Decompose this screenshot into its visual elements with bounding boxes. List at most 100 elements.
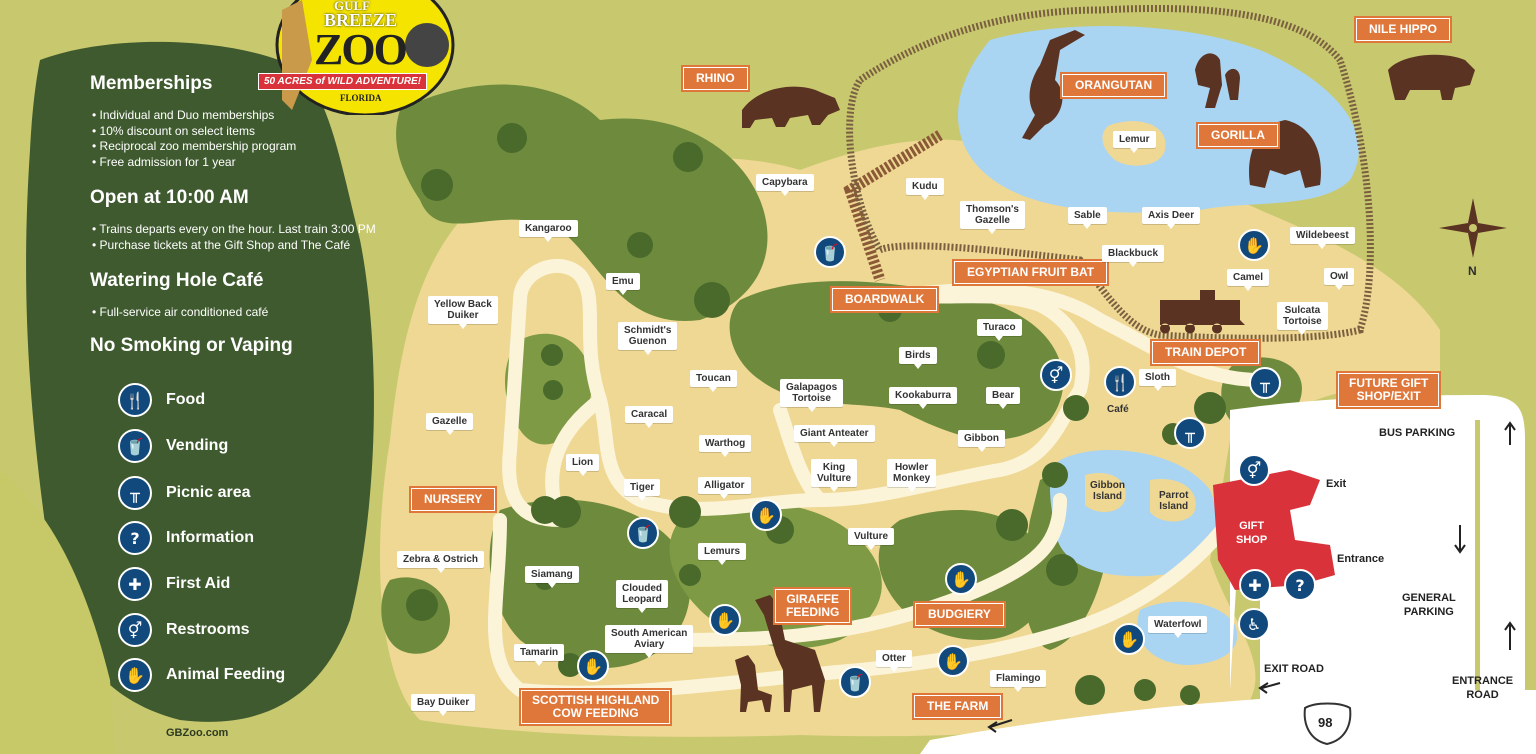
animal-feeding-icon[interactable]: ✋	[709, 604, 741, 636]
label-kudu[interactable]: Kudu	[906, 178, 944, 200]
banner-train-depot[interactable]: TRAIN DEPOT	[1149, 339, 1262, 366]
picnic-icon[interactable]: ╥	[1249, 367, 1281, 399]
legend-picnic[interactable]: ╥Picnic area	[118, 476, 251, 510]
restrooms-icon[interactable]: ⚥	[1040, 359, 1072, 391]
label-kookaburra[interactable]: Kookaburra	[889, 387, 958, 409]
legend-label: Food	[166, 391, 206, 408]
legend-restrooms[interactable]: ⚥Restrooms	[118, 613, 250, 647]
label-toucan[interactable]: Toucan	[690, 370, 737, 392]
cafe-heading: Watering Hole Café	[90, 270, 264, 291]
label-zebra-ostrich[interactable]: Zebra & Ostrich	[397, 551, 485, 573]
label-sloth[interactable]: Sloth	[1139, 369, 1176, 391]
legend-label: Vending	[166, 437, 229, 454]
information-icon[interactable]: ?	[1284, 569, 1316, 601]
label-owl[interactable]: Owl	[1324, 268, 1355, 290]
banner-the-farm[interactable]: THE FARM	[911, 693, 1004, 720]
banner-nursery[interactable]: NURSERY	[408, 486, 498, 513]
label-vulture[interactable]: Vulture	[848, 528, 895, 550]
restrooms-icon[interactable]: ⚥	[1238, 454, 1270, 486]
vending-icon[interactable]: 🥤	[814, 236, 846, 268]
road-line: ROAD	[1466, 689, 1499, 701]
banner-gorilla[interactable]: GORILLA	[1196, 122, 1280, 149]
first-aid-icon[interactable]: ✚	[1239, 569, 1271, 601]
label-giant-anteater[interactable]: Giant Anteater	[794, 425, 875, 447]
memberships-item: Reciprocal zoo membership program	[92, 139, 297, 155]
banner-budgiery[interactable]: BUDGIERY	[913, 601, 1006, 628]
label-kangaroo[interactable]: Kangaroo	[519, 220, 578, 242]
food-icon[interactable]: 🍴	[1104, 366, 1136, 398]
boardwalk-bridge	[843, 130, 943, 282]
label-birds[interactable]: Birds	[899, 347, 937, 369]
label-axis-deer[interactable]: Axis Deer	[1142, 207, 1201, 229]
legend-label: First Aid	[166, 575, 231, 592]
vending-icon[interactable]: 🥤	[839, 666, 871, 698]
label-gazelle[interactable]: Gazelle	[426, 413, 474, 435]
banner-nile-hippo[interactable]: NILE HIPPO	[1353, 16, 1453, 43]
animal-feeding-icon[interactable]: ✋	[937, 645, 969, 677]
label-lemurs[interactable]: Lemurs	[698, 543, 747, 565]
banner-scottish-highland[interactable]: SCOTTISH HIGHLAND COW FEEDING	[518, 688, 673, 726]
legend-first-aid[interactable]: ✚First Aid	[118, 567, 230, 601]
legend-vending[interactable]: 🥤Vending	[118, 429, 228, 463]
label-alligator[interactable]: Alligator	[698, 477, 751, 499]
accessibility-icon[interactable]: ♿	[1238, 608, 1270, 640]
label-otter[interactable]: Otter	[876, 650, 912, 672]
label-flamingo[interactable]: Flamingo	[990, 670, 1047, 692]
label-warthog[interactable]: Warthog	[699, 435, 752, 457]
label-line: Duiker	[447, 310, 479, 321]
gift-shop-line: GIFT	[1239, 520, 1265, 532]
label-tiger[interactable]: Tiger	[624, 479, 661, 501]
banner-egyptian-fruit-bat[interactable]: EGYPTIAN FRUIT BAT	[951, 259, 1110, 286]
label-lemur[interactable]: Lemur	[1113, 131, 1156, 153]
animal-feeding-icon[interactable]: ✋	[750, 499, 782, 531]
label-siamang[interactable]: Siamang	[525, 566, 579, 588]
banner-boardwalk[interactable]: BOARDWALK	[829, 286, 940, 313]
zoo-logo[interactable]: GULF BREEZE ZOO 50 ACRES of WILD ADVENTU…	[258, 0, 458, 115]
animal-feeding-icon[interactable]: ✋	[1238, 229, 1270, 261]
banner-future-gift-shop[interactable]: FUTURE GIFT SHOP/EXIT	[1335, 371, 1442, 409]
legend-food[interactable]: 🍴Food	[118, 383, 205, 417]
label-turaco[interactable]: Turaco	[977, 319, 1022, 341]
label-gibbon[interactable]: Gibbon	[958, 430, 1005, 452]
label-wildebeest[interactable]: Wildebeest	[1290, 227, 1355, 249]
label-lion[interactable]: Lion	[566, 454, 600, 476]
label-line: Tortoise	[1283, 316, 1322, 327]
legend-animal-feeding[interactable]: ✋Animal Feeding	[118, 658, 285, 692]
website-link[interactable]: GBZoo.com	[166, 727, 229, 739]
banner-rhino[interactable]: RHINO	[681, 65, 750, 92]
banner-line: FEEDING	[786, 605, 840, 619]
picnic-icon[interactable]: ╥	[1174, 417, 1206, 449]
animal-feeding-icon[interactable]: ✋	[577, 650, 609, 682]
label-emu[interactable]: Emu	[606, 273, 640, 295]
label-capybara[interactable]: Capybara	[756, 174, 814, 196]
animal-feeding-icon[interactable]: ✋	[945, 563, 977, 595]
banner-giraffe-feeding[interactable]: GIRAFFE FEEDING	[772, 587, 853, 625]
label-waterfowl[interactable]: Waterfowl	[1148, 616, 1208, 638]
banner-orangutan[interactable]: ORANGUTAN	[1059, 72, 1168, 99]
legend-information[interactable]: ?Information	[118, 521, 254, 555]
label-sable[interactable]: Sable	[1068, 207, 1107, 229]
label-tamarin[interactable]: Tamarin	[514, 644, 565, 666]
label-line: Island	[1159, 501, 1189, 512]
legend-label: Animal Feeding	[166, 666, 286, 683]
label-bear[interactable]: Bear	[986, 387, 1021, 409]
label-caracal[interactable]: Caracal	[625, 406, 674, 428]
label-camel[interactable]: Camel	[1227, 269, 1270, 291]
label-bay-duiker[interactable]: Bay Duiker	[411, 694, 476, 716]
animal-feeding-icon[interactable]: ✋	[1113, 623, 1145, 655]
gift-shop-label[interactable]: GIFT SHOP	[1236, 519, 1267, 547]
label-blackbuck[interactable]: Blackbuck	[1102, 245, 1165, 267]
legend-label: Picnic area	[166, 484, 251, 501]
vending-icon[interactable]: 🥤	[627, 517, 659, 549]
